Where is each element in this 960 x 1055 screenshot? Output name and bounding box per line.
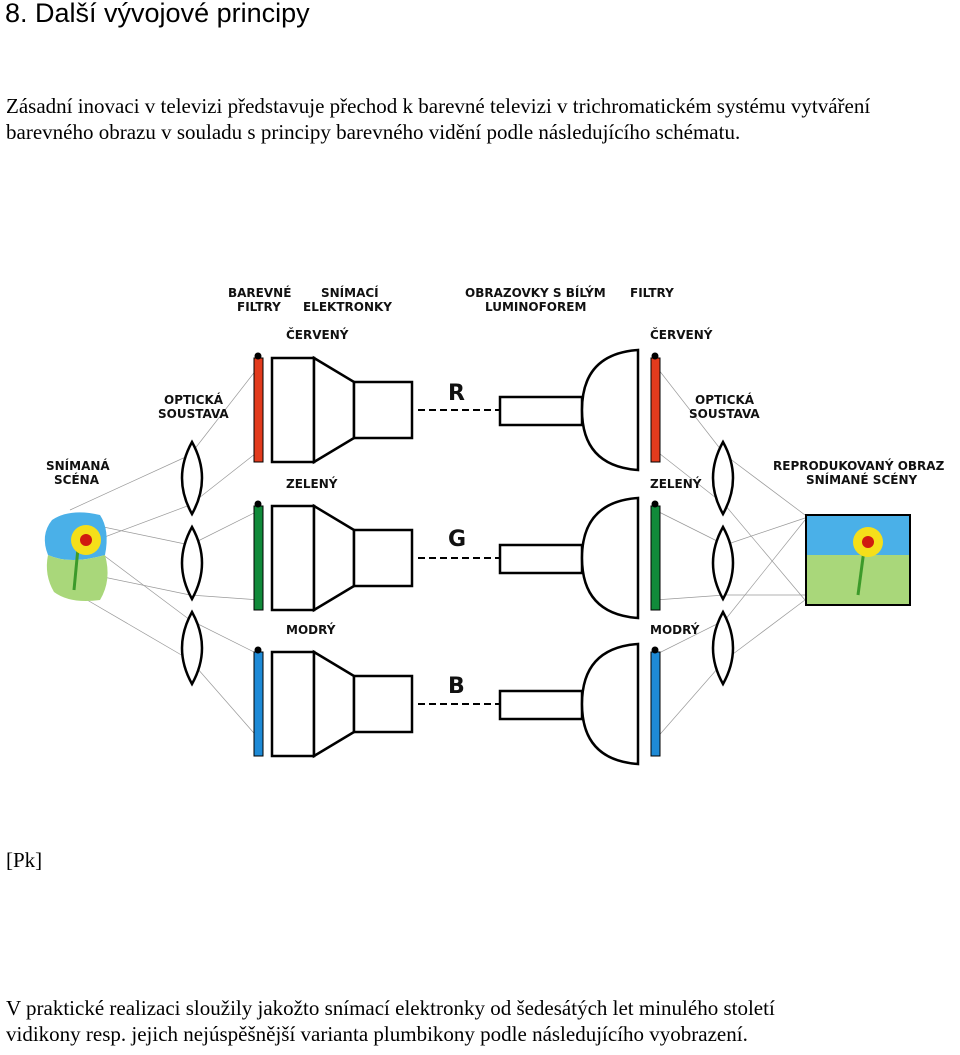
optical-rays-right xyxy=(654,364,806,741)
colour-filters-label-2: FILTRY xyxy=(237,300,281,314)
red-label-left: ČERVENÝ xyxy=(286,327,349,342)
channel-r-label: R xyxy=(448,381,465,406)
reproduced-label: REPRODUKOVANÝ OBRAZ xyxy=(773,458,945,473)
filters-left xyxy=(253,352,264,757)
filter-left-red xyxy=(253,357,264,463)
lens-group-left xyxy=(180,439,204,687)
camera-tube-blue xyxy=(270,649,414,759)
filters-right-label: FILTRY xyxy=(630,286,674,300)
camera-tubes xyxy=(270,355,414,759)
lens-left-blue xyxy=(180,609,204,687)
filter-left-green xyxy=(253,505,264,611)
outro-paragraph: V praktické realizaci sloužily jakožto s… xyxy=(6,995,960,1047)
camera-tube-red xyxy=(270,355,414,465)
camera-tube-green xyxy=(270,503,414,613)
filter-right-red xyxy=(650,357,661,463)
red-label-right: ČERVENÝ xyxy=(650,327,713,342)
blue-label-right: MODRÝ xyxy=(650,622,700,637)
picture-tubes xyxy=(498,348,640,766)
intro-paragraph: Zásadní inovaci v televizi představuje p… xyxy=(6,94,871,144)
signal-lines xyxy=(418,409,500,705)
camera-tubes-label: SNÍMACÍ xyxy=(321,285,379,300)
screens-label-2: LUMINOFOREM xyxy=(485,300,586,314)
lens-right-red xyxy=(711,439,735,517)
filter-right-blue xyxy=(650,651,661,757)
scene-grass xyxy=(46,555,108,601)
optics-right-label-2: SOUSTAVA xyxy=(689,407,760,421)
lens-left-green xyxy=(180,524,204,602)
green-label-right: ZELENÝ xyxy=(650,476,702,491)
filter-right-green xyxy=(650,505,661,611)
channel-b-label: B xyxy=(448,674,465,699)
lens-group-right xyxy=(711,439,735,687)
scene-label: SNÍMANÁ xyxy=(46,458,110,473)
green-label-left: ZELENÝ xyxy=(286,476,338,491)
lens-left-red xyxy=(180,439,204,517)
channel-g-label: G xyxy=(448,527,466,552)
blue-label-left: MODRÝ xyxy=(286,622,336,637)
picture-tube-red xyxy=(498,348,640,472)
camera-tubes-label-2: ELEKTRONKY xyxy=(303,300,392,314)
optics-right-label: OPTICKÁ xyxy=(695,392,755,407)
picture-tube-green xyxy=(498,496,640,620)
optics-left-label: OPTICKÁ xyxy=(164,392,224,407)
reproduced-label-2: SNÍMANÉ SCÉNY xyxy=(806,472,917,487)
section-heading: 8. Další vývojové principy xyxy=(5,0,310,28)
filters-right xyxy=(650,352,661,757)
reproduced-image xyxy=(805,514,911,606)
outro-line-1: V praktické realizaci sloužily jakožto s… xyxy=(6,996,775,1020)
color-tv-diagram: BAREVNÉ FILTRY SNÍMACÍ ELEKTRONKY OBRAZO… xyxy=(44,285,945,766)
picture-tube-blue xyxy=(498,642,640,766)
filter-left-blue xyxy=(253,651,264,757)
screens-label: OBRAZOVKY S BÍLÝM xyxy=(465,285,606,300)
optics-left-label-2: SOUSTAVA xyxy=(158,407,229,421)
outro-line-2: vidikony resp. jejich nejúspěšnější vari… xyxy=(6,1022,748,1046)
colour-filters-label: BAREVNÉ xyxy=(228,285,291,300)
lens-right-green xyxy=(711,524,735,602)
lens-right-blue xyxy=(711,609,735,687)
scene-image xyxy=(44,512,108,601)
scene-label-2: SCÉNA xyxy=(54,472,100,487)
source-tag: [Pk] xyxy=(6,848,43,872)
